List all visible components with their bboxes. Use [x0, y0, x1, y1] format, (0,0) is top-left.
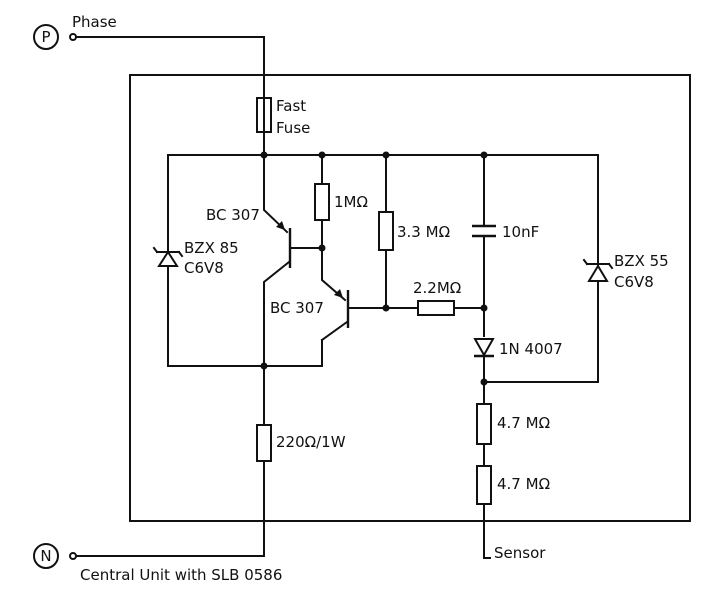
wire-t1-emitter — [263, 154, 289, 234]
junction-dots — [260, 151, 488, 386]
resistor-220 — [256, 424, 272, 462]
wire-t2-collector — [320, 320, 349, 342]
resistor-1m — [314, 183, 330, 221]
fuse-label-line1: Fast — [276, 97, 306, 115]
r-220-label: 220Ω/1W — [276, 433, 346, 451]
zener-left-label-line1: BZX 85 — [184, 239, 239, 257]
resistor-4m7-upper — [476, 403, 492, 445]
wire-220-to-neutral — [75, 460, 265, 557]
c-10n-label: 10nF — [502, 223, 539, 241]
zener-left-label-line2: C6V8 — [184, 259, 224, 277]
r-4m7-upper-label: 4.7 MΩ — [497, 414, 550, 432]
t2-emitter-arrow — [334, 289, 343, 298]
phase-terminal: P — [33, 24, 77, 50]
phase-label: Phase — [72, 13, 117, 31]
r-1m-label: 1MΩ — [334, 193, 368, 211]
r-4m7-lower-label: 4.7 MΩ — [497, 475, 550, 493]
diode-1n4007 — [473, 338, 495, 358]
neutral-terminal: N — [33, 543, 77, 569]
t2-label: BC 307 — [270, 299, 324, 317]
fuse-label-line2: Fuse — [276, 119, 310, 137]
zener-diode-left — [152, 246, 184, 267]
neutral-symbol: N — [40, 547, 51, 565]
zener-right-label-line1: BZX 55 — [614, 252, 669, 270]
zener-diode-right — [582, 258, 614, 282]
diode-label: 1N 4007 — [499, 340, 563, 358]
phase-symbol: P — [41, 28, 50, 46]
sensor-label: Sensor — [494, 544, 546, 562]
sensor-lead — [483, 539, 491, 559]
r-2m2-label: 2.2MΩ — [413, 279, 461, 297]
t1-emitter-arrow — [276, 221, 285, 230]
wire-1m — [321, 154, 347, 302]
wire-t1-collector — [263, 260, 291, 426]
enclosure-box — [129, 74, 691, 522]
phase-wire — [75, 36, 265, 99]
t1-label: BC 307 — [206, 206, 260, 224]
resistor-2m2 — [417, 300, 455, 316]
r-3m3-label: 3.3 MΩ — [397, 223, 450, 241]
zener-right-label-line2: C6V8 — [614, 273, 654, 291]
resistor-4m7-lower — [476, 465, 492, 505]
neutral-label: Central Unit with SLB 0586 — [80, 566, 282, 584]
resistor-3m3 — [378, 211, 394, 251]
